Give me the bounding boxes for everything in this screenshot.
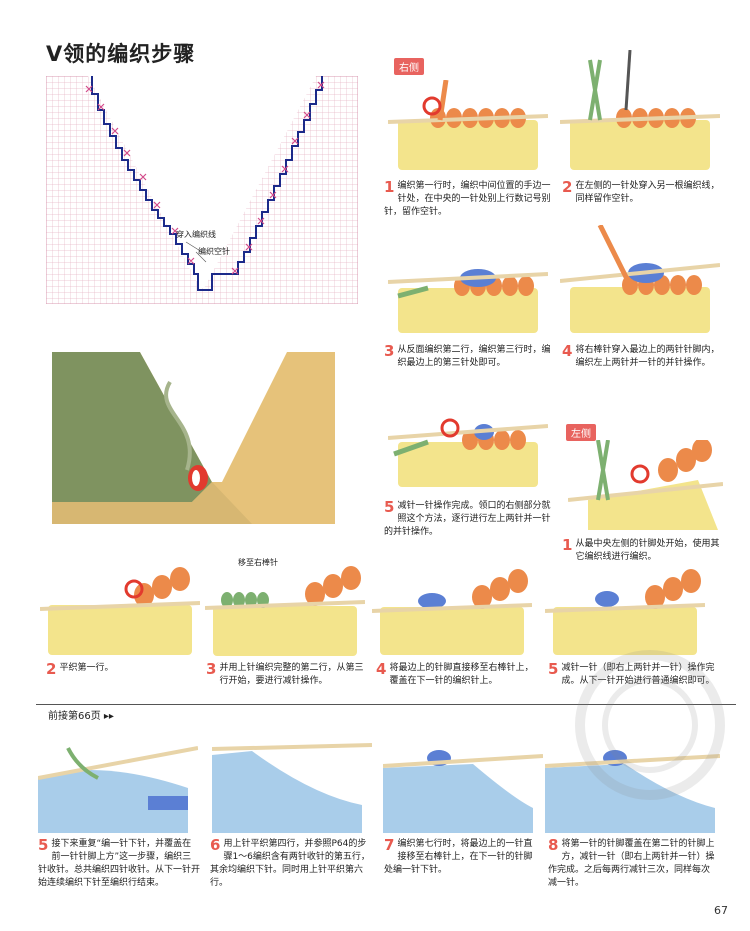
step-illustration-r5 — [388, 418, 548, 487]
step-illustration-r4 — [560, 225, 720, 333]
step-illustration-row3-2 — [205, 566, 365, 656]
step-illustration-row3-3 — [372, 569, 532, 655]
chart-label-hold: 编织空针 — [198, 247, 230, 256]
v-neck-photo — [52, 352, 335, 524]
step-illustration-row3-1 — [40, 567, 200, 655]
page-title: V领的编织步骤 — [46, 42, 196, 66]
section-divider — [36, 704, 736, 705]
v-neck-chart — [46, 76, 358, 304]
left-side-tag: 左侧 — [566, 424, 596, 441]
page-number: 67 — [714, 904, 728, 917]
left-decrease-outline — [91, 76, 204, 291]
step-illustration-r1 — [388, 80, 548, 170]
step-illustration-row4-3 — [383, 750, 543, 833]
step-illustration-r2 — [560, 50, 720, 170]
right-decrease-outline — [204, 76, 323, 291]
chart-label-thread: 穿入编织线 — [176, 230, 216, 239]
step-illustration-row4-4 — [545, 750, 720, 833]
step-illustration-l1 — [568, 440, 723, 530]
right-side-tag: 右侧 — [394, 58, 424, 75]
step-illustration-row4-1 — [38, 746, 198, 833]
watermark-seal — [575, 650, 725, 800]
step-illustration-row4-2 — [212, 743, 372, 833]
step-illustration-row3-4 — [545, 569, 705, 655]
step-illustration-r3 — [388, 269, 548, 333]
row3-arrow-label: 移至右棒针 — [238, 558, 278, 567]
continued-from-label: 前接第66页 ▸▸ — [48, 711, 114, 722]
